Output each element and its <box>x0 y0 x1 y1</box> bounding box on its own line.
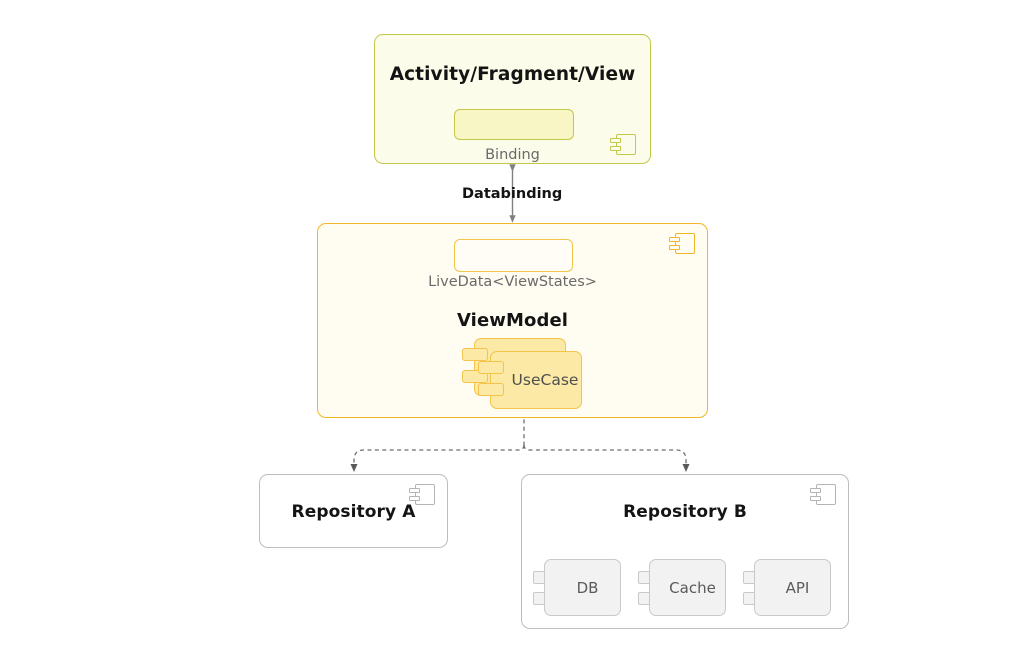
component-icon-tab-bottom <box>409 496 420 501</box>
component-icon-tab-top <box>669 237 680 242</box>
component-api[interactable]: API <box>743 559 831 616</box>
component-icon-tab-bottom <box>669 245 680 250</box>
component-icon-tab-top <box>409 488 420 493</box>
component-db-label: DB <box>544 559 621 616</box>
component-icon-tab-bottom <box>610 146 621 151</box>
component-db[interactable]: DB <box>533 559 621 616</box>
component-cache[interactable]: Cache <box>638 559 726 616</box>
connector-label-databinding: Databinding <box>462 186 563 202</box>
usecase-back-tab-top <box>462 348 488 361</box>
component-icon <box>409 484 435 505</box>
usecase-front-tab-bottom <box>478 383 504 396</box>
usecase-front-layer <box>490 351 582 409</box>
component-api-label: API <box>754 559 831 616</box>
node-title-repository-a: Repository A <box>291 502 416 522</box>
component-icon-body <box>616 134 636 155</box>
node-title-repository-b: Repository B <box>623 502 747 522</box>
component-icon <box>810 484 836 505</box>
component-cache-label: Cache <box>649 559 726 616</box>
node-activity-fragment-view[interactable]: Activity/Fragment/View Binding <box>374 34 651 164</box>
component-icon-body <box>415 484 435 505</box>
binding-rect <box>454 109 574 140</box>
node-title-viewmodel: ViewModel <box>456 310 569 331</box>
livedata-label: LiveData<ViewStates> <box>428 274 597 290</box>
component-icon <box>610 134 636 155</box>
component-icon <box>669 233 695 254</box>
usecase-stacked-component[interactable]: UseCase <box>458 338 588 418</box>
node-viewmodel[interactable]: LiveData<ViewStates> ViewModel UseCase <box>317 223 708 418</box>
livedata-rect <box>454 239 573 272</box>
connector-usecase-to-repository-a <box>350 444 525 473</box>
binding-label: Binding <box>485 147 540 163</box>
node-title-view: Activity/Fragment/View <box>389 64 636 85</box>
connector-usecase-to-repository-b <box>523 444 690 473</box>
node-repository-a[interactable]: Repository A <box>259 474 448 548</box>
component-icon-tab-bottom <box>810 496 821 501</box>
node-repository-b[interactable]: Repository B DB Cache API <box>521 474 849 629</box>
component-icon-body <box>675 233 695 254</box>
component-icon-tab-top <box>610 138 621 143</box>
usecase-label: UseCase <box>511 371 579 389</box>
component-icon-tab-top <box>810 488 821 493</box>
usecase-front-tab-top <box>478 361 504 374</box>
component-icon-body <box>816 484 836 505</box>
